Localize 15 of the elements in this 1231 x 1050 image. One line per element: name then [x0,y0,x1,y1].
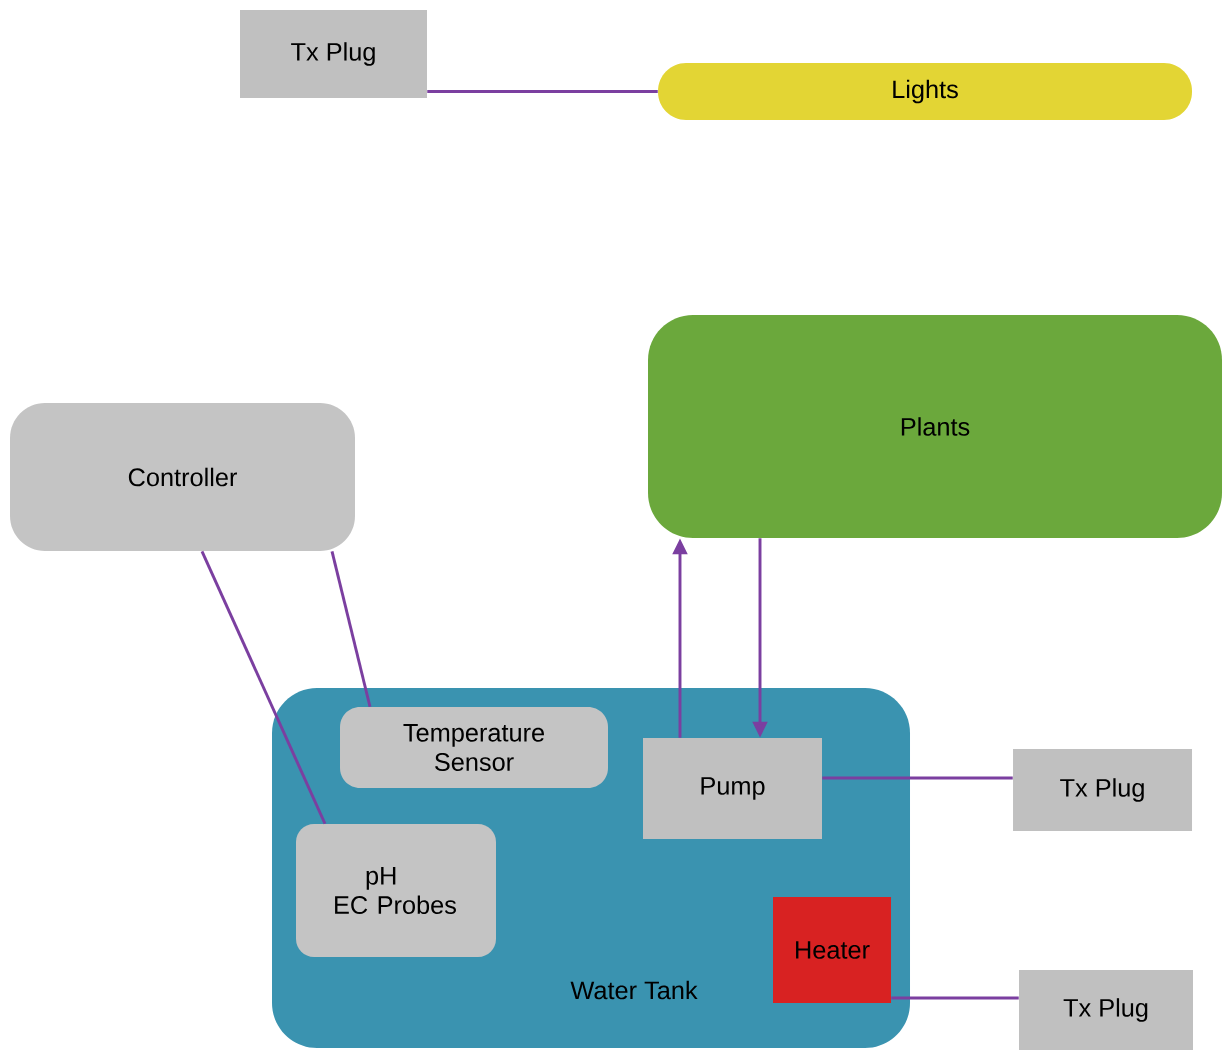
plug-box: Tx Plug [1013,749,1192,831]
plug-box: Tx Plug [1019,970,1193,1050]
probes-box: pH EC Probes [296,824,496,957]
heater-box: Heater [773,897,891,1003]
plug-box: Tx Plug [240,10,427,98]
connector [200,550,327,825]
plants-box: Plants [648,315,1222,538]
controller-box: Controller [10,403,355,551]
connector [822,776,1013,780]
lights-bar: Lights [658,63,1192,120]
connector [891,996,1019,1000]
sensor-box: Temperature Sensor [340,707,608,788]
connector [330,550,372,708]
connector [427,90,658,93]
pump-box: Pump [643,738,822,839]
